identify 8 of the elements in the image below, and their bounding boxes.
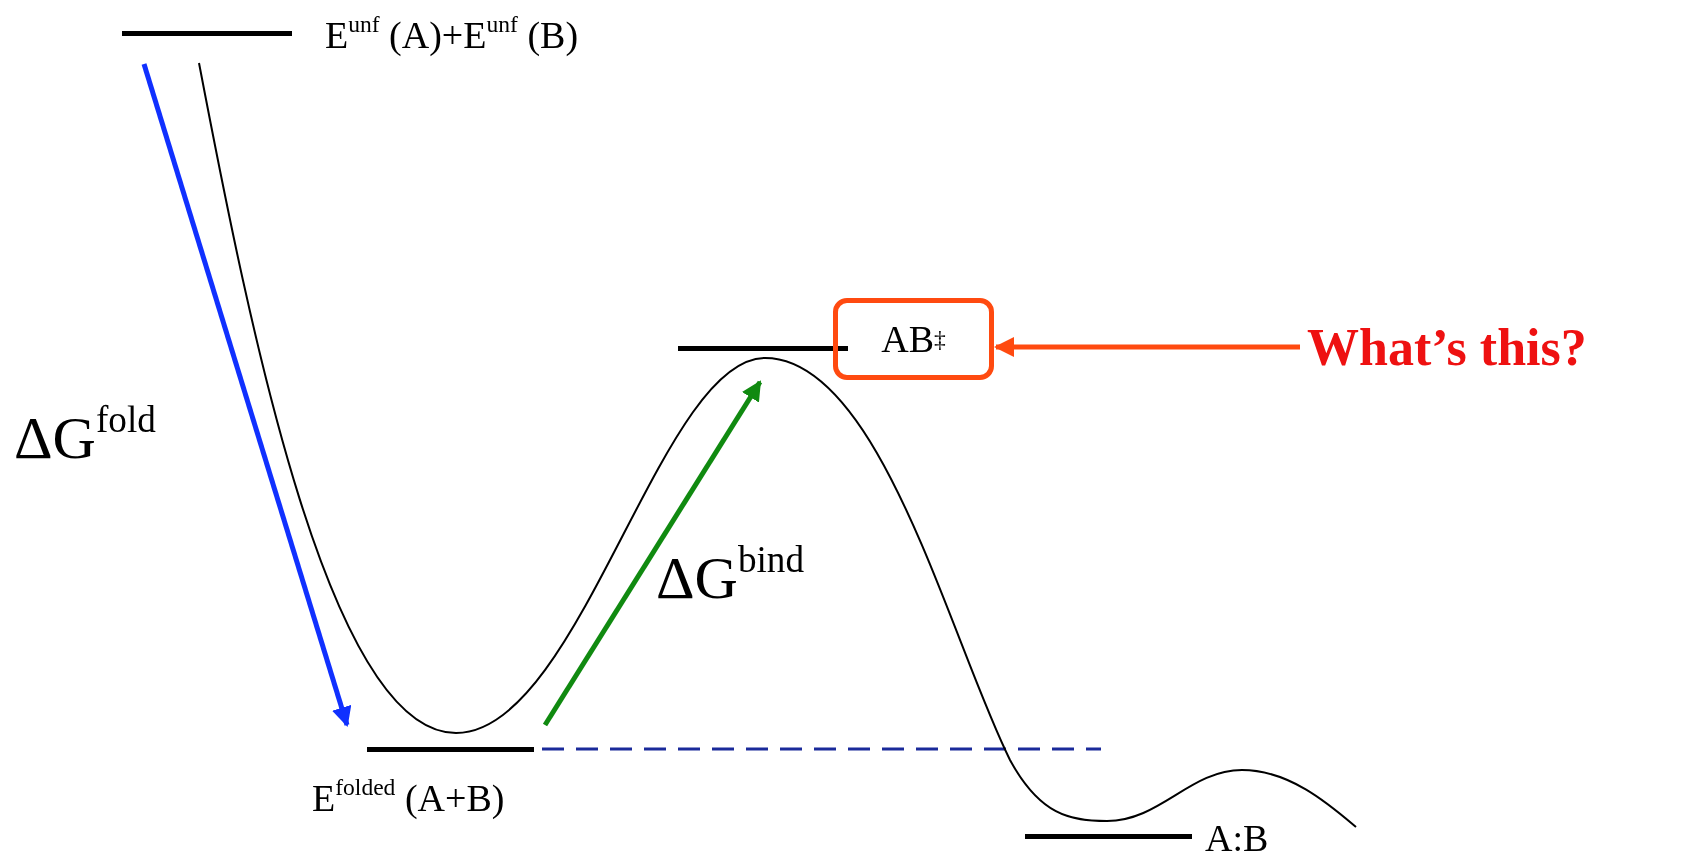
level-label: A:B	[1205, 819, 1269, 857]
level-label: E$^{folded}$ (A+B)	[312, 779, 505, 817]
arrow	[141, 63, 352, 727]
arrow	[994, 337, 1300, 357]
level-label: E$^{unf}$ (A)+E$^{unf}$ (B)	[325, 16, 579, 54]
arrow	[542, 380, 763, 727]
highlighted-state-label: AB$^{‡}$	[833, 298, 994, 380]
question-text: What’s this?	[1307, 322, 1587, 374]
